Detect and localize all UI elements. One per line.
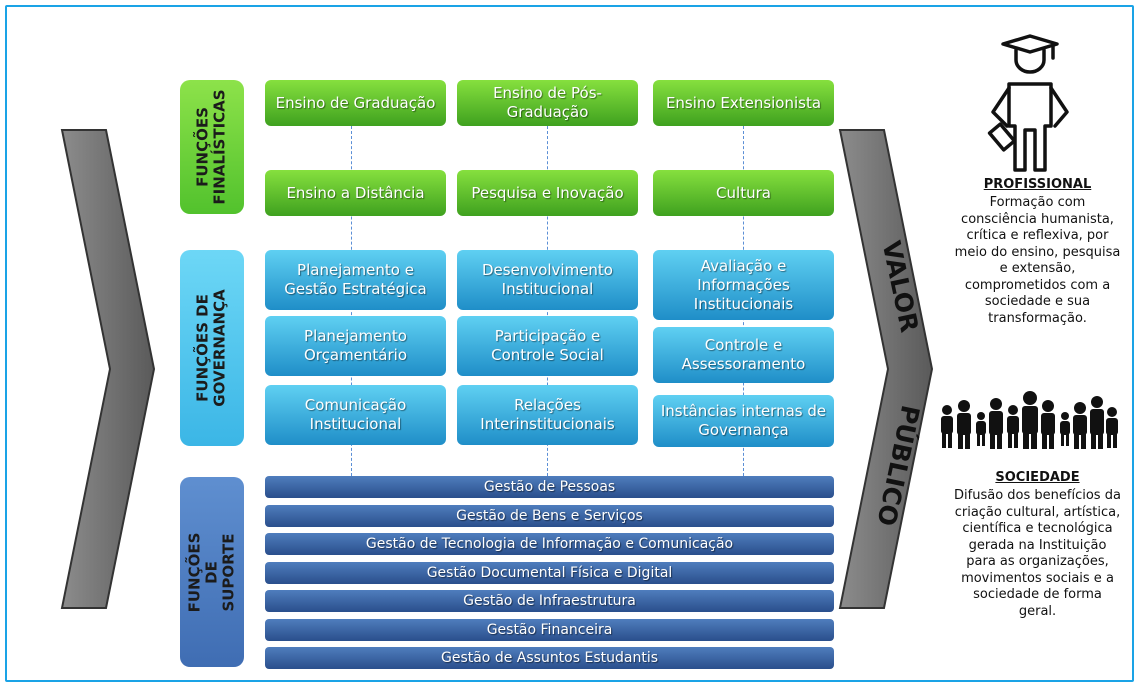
box-cultura: Cultura bbox=[653, 170, 834, 216]
box-comunicacao-institucional: Comunicação Institucional bbox=[265, 385, 446, 445]
box-planejamento-gestao-estrategica: Planejamento e Gestão Estratégica bbox=[265, 250, 446, 310]
category-suporte-label: FUNÇÕES DE SUPORTE bbox=[185, 532, 238, 612]
left-chevron-shape bbox=[60, 129, 156, 609]
category-governanca: FUNÇÕES DE GOVERNANÇA bbox=[180, 250, 244, 446]
bar-gestao-pessoas: Gestão de Pessoas bbox=[265, 476, 834, 498]
box-controle-assessoramento: Controle e Assessoramento bbox=[653, 327, 834, 383]
publico-label-wrap: PÚBLICO bbox=[868, 402, 928, 528]
box-ensino-extensionista: Ensino Extensionista bbox=[653, 80, 834, 126]
sociedade-title: SOCIEDADE bbox=[995, 470, 1080, 485]
box-pesquisa-inovacao: Pesquisa e Inovação bbox=[457, 170, 638, 216]
box-instancias-governanca: Instâncias internas de Governança bbox=[653, 395, 834, 447]
bar-gestao-financeira: Gestão Financeira bbox=[265, 619, 834, 641]
valor-label: VALOR bbox=[876, 237, 924, 335]
bar-gestao-infraestrutura: Gestão de Infraestrutura bbox=[265, 590, 834, 612]
category-finalisticas: FUNÇÕES FINALÍSTICAS bbox=[180, 80, 244, 214]
box-planejamento-orcamentario: Planejamento Orçamentário bbox=[265, 316, 446, 376]
bar-gestao-tic: Gestão de Tecnologia de Informação e Com… bbox=[265, 533, 834, 555]
bar-gestao-assuntos-estudantis: Gestão de Assuntos Estudantis bbox=[265, 647, 834, 669]
bar-gestao-bens-servicos: Gestão de Bens e Serviços bbox=[265, 505, 834, 527]
box-desenvolvimento-institucional: Desenvolvimento Institucional bbox=[457, 250, 638, 310]
box-relacoes-interinstitucionais: Relações Interinstitucionais bbox=[457, 385, 638, 445]
profissional-title: PROFISSIONAL bbox=[983, 177, 1092, 192]
box-ensino-distancia: Ensino a Distância bbox=[265, 170, 446, 216]
publico-label: PÚBLICO bbox=[871, 402, 925, 528]
graduate-icon bbox=[987, 34, 1069, 172]
valor-publico-chevron bbox=[838, 129, 934, 609]
people-group-icon bbox=[941, 391, 1118, 449]
category-governanca-label: FUNÇÕES DE GOVERNANÇA bbox=[194, 289, 229, 407]
sociedade-text: Difusão dos benefícios da criação cultur… bbox=[954, 488, 1121, 619]
box-participacao-controle-social: Participação e Controle Social bbox=[457, 316, 638, 376]
category-finalisticas-label: FUNÇÕES FINALÍSTICAS bbox=[194, 89, 230, 205]
box-avaliacao-informacoes: Avaliação e Informações Institucionais bbox=[653, 250, 834, 320]
box-ensino-graduacao: Ensino de Graduação bbox=[265, 80, 446, 126]
diagram-frame bbox=[5, 5, 1134, 682]
bar-gestao-documental: Gestão Documental Física e Digital bbox=[265, 562, 834, 584]
valor-label-wrap: VALOR bbox=[870, 236, 930, 336]
profissional-text: Formação com consciência humanista, crít… bbox=[954, 195, 1121, 326]
box-ensino-pos-graduacao: Ensino de Pós- Graduação bbox=[457, 80, 638, 126]
category-suporte: FUNÇÕES DE SUPORTE bbox=[180, 477, 244, 667]
